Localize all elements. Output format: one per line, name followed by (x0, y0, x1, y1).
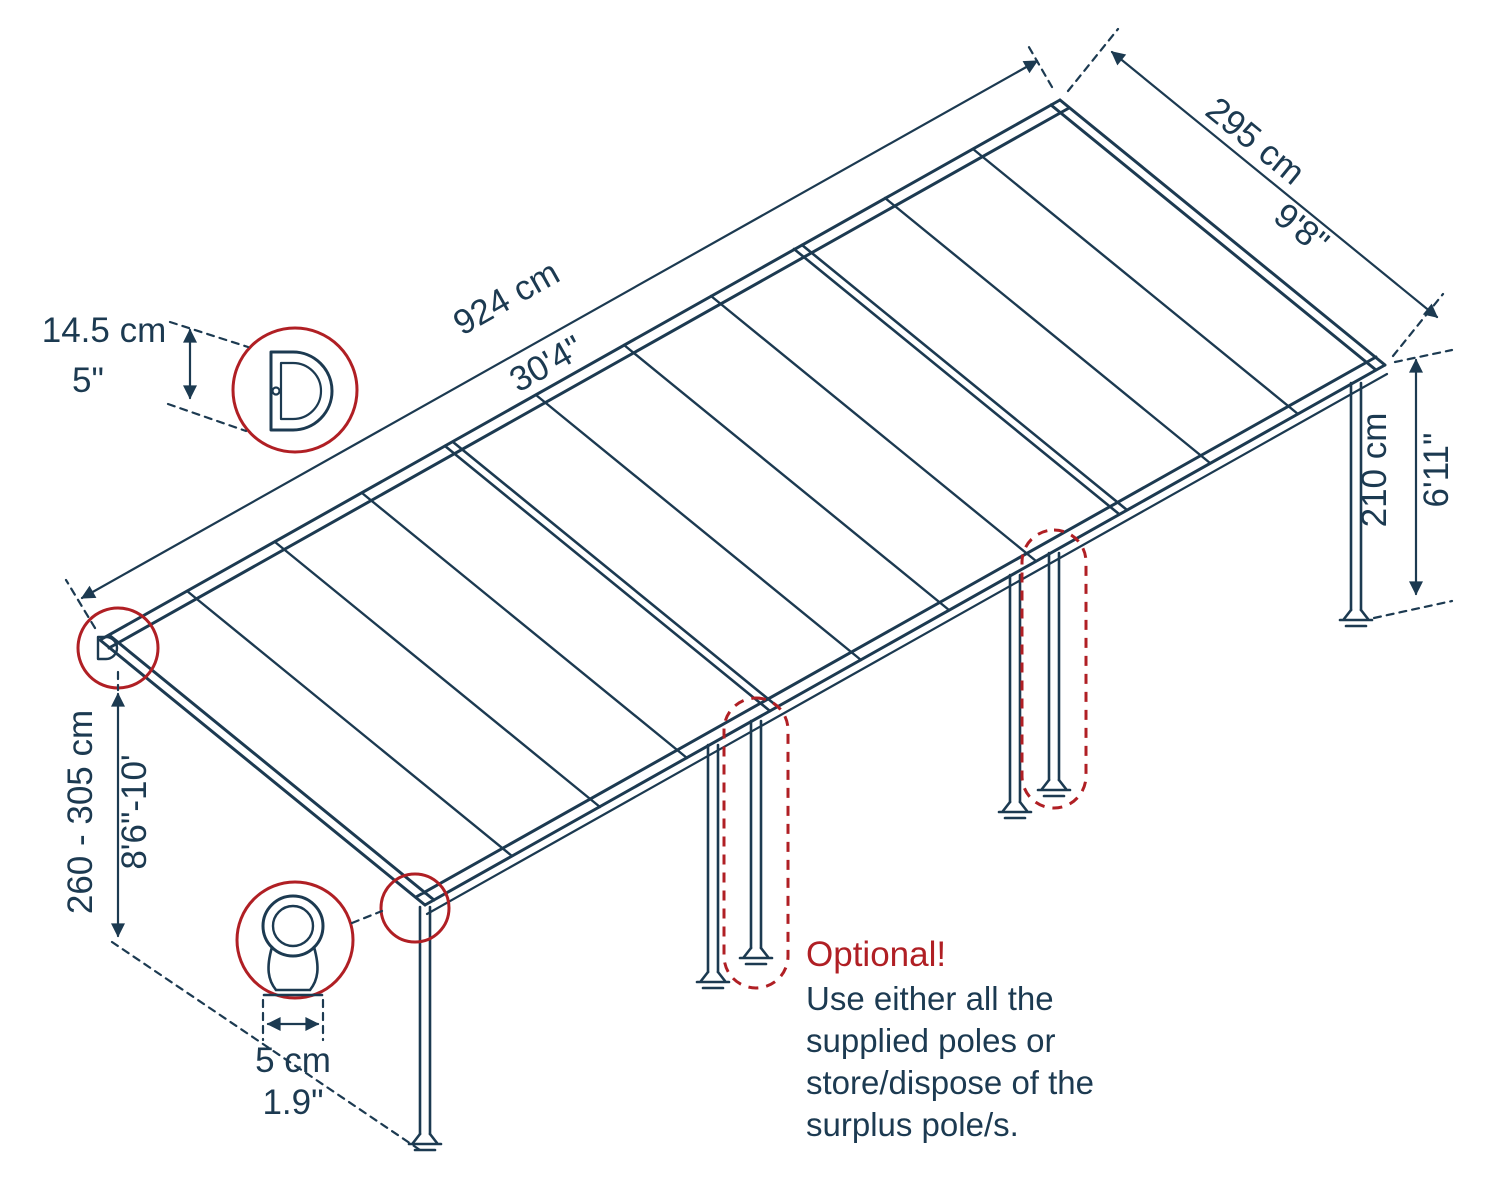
dim-pole-extensions (261, 909, 384, 1042)
dim-profile-metric: 14.5 cm (42, 311, 167, 350)
post-mid-left-optional (738, 719, 774, 966)
optional-note-line-3: store/dispose of the (806, 1064, 1094, 1101)
roof-edges (98, 98, 1387, 907)
pole-foot (262, 945, 324, 997)
dim-clearance-extensions (1372, 348, 1454, 620)
pole-section-outer (261, 894, 325, 958)
dim-profile-leaders (166, 320, 250, 433)
dim-attachment-imperial: 8'6"-10' (115, 754, 154, 869)
profile-detail (269, 350, 334, 432)
pole-section-inner (271, 904, 315, 948)
roof-rafters (185, 147, 1300, 858)
optional-note-title: Optional! (806, 935, 946, 974)
optional-note: Optional! Use either all the supplied po… (806, 935, 1094, 1143)
dim-depth-metric: 295 cm (1198, 90, 1312, 193)
callout-circle-profile-detail (231, 326, 359, 454)
dim-profile-height: 14.5 cm 5" (42, 311, 250, 433)
dim-attachment-extensions (110, 670, 422, 1152)
dim-clearance-height: 210 cm 6'11" (1355, 348, 1456, 620)
optional-note-line-1: Use either all the (806, 980, 1054, 1017)
dim-length-metric: 924 cm (447, 253, 566, 343)
dim-clearance-imperial: 6'11" (1417, 433, 1456, 508)
dim-depth: 295 cm 9'8" (1066, 27, 1445, 358)
dim-length-extensions (64, 40, 1054, 630)
post-mid-right-optional (1036, 551, 1072, 798)
optional-note-line-4: surplus pole/s. (806, 1106, 1019, 1143)
beam-profile-hole (271, 386, 281, 396)
dim-pole-diameter: 5 cm 1.9" (255, 909, 384, 1122)
optional-note-line-2: supplied poles or (806, 1022, 1056, 1059)
callout-circle-pole-detail (235, 880, 355, 1000)
roof-frame (96, 98, 1389, 916)
beam-end-cap (96, 635, 119, 661)
dim-profile-imperial: 5" (72, 361, 104, 400)
callouts (76, 326, 1088, 1000)
dim-depth-line (1110, 50, 1439, 319)
dim-depth-extensions (1066, 27, 1445, 358)
dim-clearance-metric: 210 cm (1355, 413, 1394, 528)
callout-circle-post-top (379, 872, 451, 944)
post-mid-right (997, 573, 1033, 820)
optional-pole-marker-left (722, 696, 790, 990)
beam-profile-inner (279, 361, 323, 421)
dim-pole-metric: 5 cm (255, 1041, 331, 1080)
pole-detail (261, 894, 325, 997)
dim-attachment-metric: 260 - 305 cm (61, 710, 100, 914)
optional-pole-marker-right (1020, 528, 1088, 810)
gutter-lip (425, 372, 1389, 916)
dim-pole-imperial: 1.9" (262, 1083, 323, 1122)
dim-depth-imperial: 9'8" (1266, 196, 1336, 263)
dim-length-line (80, 59, 1039, 600)
dim-attachment-height: 260 - 305 cm 8'6"-10' (61, 670, 422, 1152)
